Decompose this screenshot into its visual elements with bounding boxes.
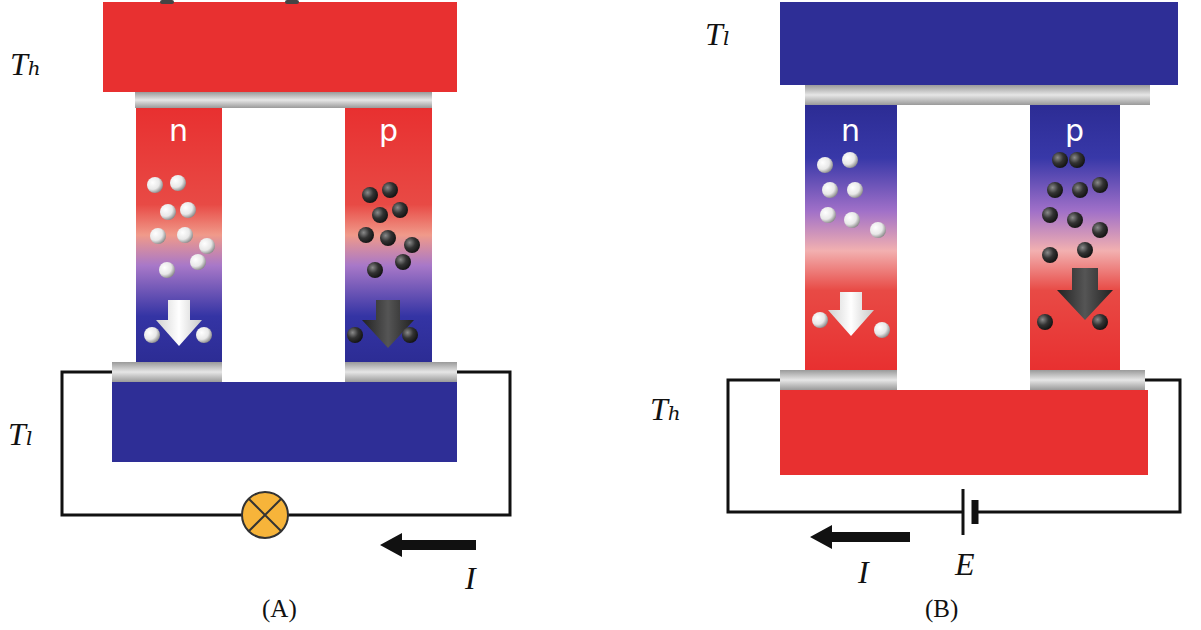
leg-label: n bbox=[169, 116, 188, 146]
hole bbox=[1042, 247, 1058, 263]
hot-reservoir: Tₕ bbox=[780, 390, 1148, 475]
electrode bbox=[135, 92, 432, 108]
electron bbox=[870, 222, 886, 238]
bump bbox=[285, 0, 299, 4]
p-leg bbox=[1030, 105, 1120, 370]
panel-a bbox=[62, 0, 510, 557]
panel-b bbox=[728, 2, 1180, 549]
panel-label: (A) bbox=[262, 596, 297, 621]
electron bbox=[144, 327, 160, 343]
temperature-label: Tₗ bbox=[705, 18, 731, 50]
carrier-arrow bbox=[156, 300, 202, 346]
hole bbox=[380, 230, 396, 246]
temperature-label: Tₕ bbox=[10, 48, 42, 80]
electron bbox=[170, 175, 186, 191]
hole bbox=[1092, 177, 1108, 193]
electron bbox=[822, 182, 838, 198]
hole bbox=[1037, 314, 1053, 330]
hole bbox=[367, 262, 383, 278]
p-leg: p bbox=[345, 108, 432, 362]
hole bbox=[1072, 182, 1088, 198]
wire bbox=[728, 380, 1180, 512]
current-label: I bbox=[465, 562, 476, 594]
leg-label: n bbox=[841, 116, 860, 146]
hole bbox=[1047, 182, 1063, 198]
electron bbox=[177, 227, 193, 243]
electrode bbox=[1030, 370, 1145, 390]
cold-reservoir bbox=[112, 382, 457, 462]
electron bbox=[196, 327, 212, 343]
hole bbox=[1092, 314, 1108, 330]
p-leg bbox=[345, 108, 432, 362]
electrode bbox=[805, 85, 1150, 105]
n-leg: n bbox=[136, 108, 222, 362]
hot-reservoir: Tₕ bbox=[103, 2, 457, 92]
hole bbox=[382, 182, 398, 198]
electron bbox=[199, 238, 215, 254]
electron bbox=[812, 312, 828, 328]
hole bbox=[362, 187, 378, 203]
electrode bbox=[112, 362, 222, 382]
cold-reservoir bbox=[780, 2, 1178, 85]
leg-label: p bbox=[1065, 116, 1084, 146]
cold-reservoir: Tₗ bbox=[780, 2, 1178, 85]
hot-reservoir bbox=[780, 390, 1148, 475]
hole bbox=[1067, 212, 1083, 228]
electron bbox=[820, 207, 836, 223]
electron bbox=[874, 322, 890, 338]
carrier-arrow bbox=[828, 292, 874, 336]
hot-reservoir bbox=[103, 2, 457, 92]
electron bbox=[847, 182, 863, 198]
hole bbox=[1092, 222, 1108, 238]
hole bbox=[404, 237, 420, 253]
electron bbox=[147, 177, 163, 193]
p-leg: p bbox=[1030, 105, 1120, 370]
hole bbox=[1052, 152, 1068, 168]
panel-label: (B) bbox=[925, 596, 958, 621]
leg-label: p bbox=[379, 116, 398, 146]
n-leg bbox=[136, 108, 222, 362]
current-arrow bbox=[810, 525, 910, 549]
temperature-label: Tₗ bbox=[8, 418, 34, 450]
carrier-arrow bbox=[1057, 268, 1113, 320]
electron bbox=[817, 157, 833, 173]
cold-reservoir: Tₗ bbox=[112, 382, 457, 462]
wire bbox=[62, 372, 510, 515]
electron bbox=[150, 228, 166, 244]
electron bbox=[844, 212, 860, 228]
hole bbox=[1042, 207, 1058, 223]
hole bbox=[395, 254, 411, 270]
emf-label: E bbox=[955, 548, 975, 580]
battery-plate bbox=[972, 500, 979, 524]
n-leg bbox=[805, 105, 897, 370]
temperature-label: Tₕ bbox=[650, 393, 682, 425]
bump bbox=[160, 0, 174, 4]
current-label: I bbox=[858, 556, 869, 588]
lamp-symbol bbox=[242, 492, 288, 538]
lamp-cross bbox=[249, 499, 281, 531]
hole bbox=[1077, 242, 1093, 258]
hole bbox=[1069, 152, 1085, 168]
battery-plate bbox=[962, 489, 965, 535]
current-arrow bbox=[380, 533, 476, 557]
electron bbox=[180, 202, 196, 218]
electrode bbox=[780, 370, 897, 390]
electron bbox=[159, 262, 175, 278]
hole bbox=[347, 327, 363, 343]
hole bbox=[402, 327, 418, 343]
electron bbox=[160, 204, 176, 220]
hole bbox=[358, 227, 374, 243]
n-leg: n bbox=[805, 105, 897, 370]
hole bbox=[392, 202, 408, 218]
electron bbox=[842, 152, 858, 168]
electrode bbox=[345, 362, 457, 382]
hole bbox=[372, 207, 388, 223]
charge-carriers bbox=[144, 152, 1108, 343]
electron bbox=[190, 254, 206, 270]
